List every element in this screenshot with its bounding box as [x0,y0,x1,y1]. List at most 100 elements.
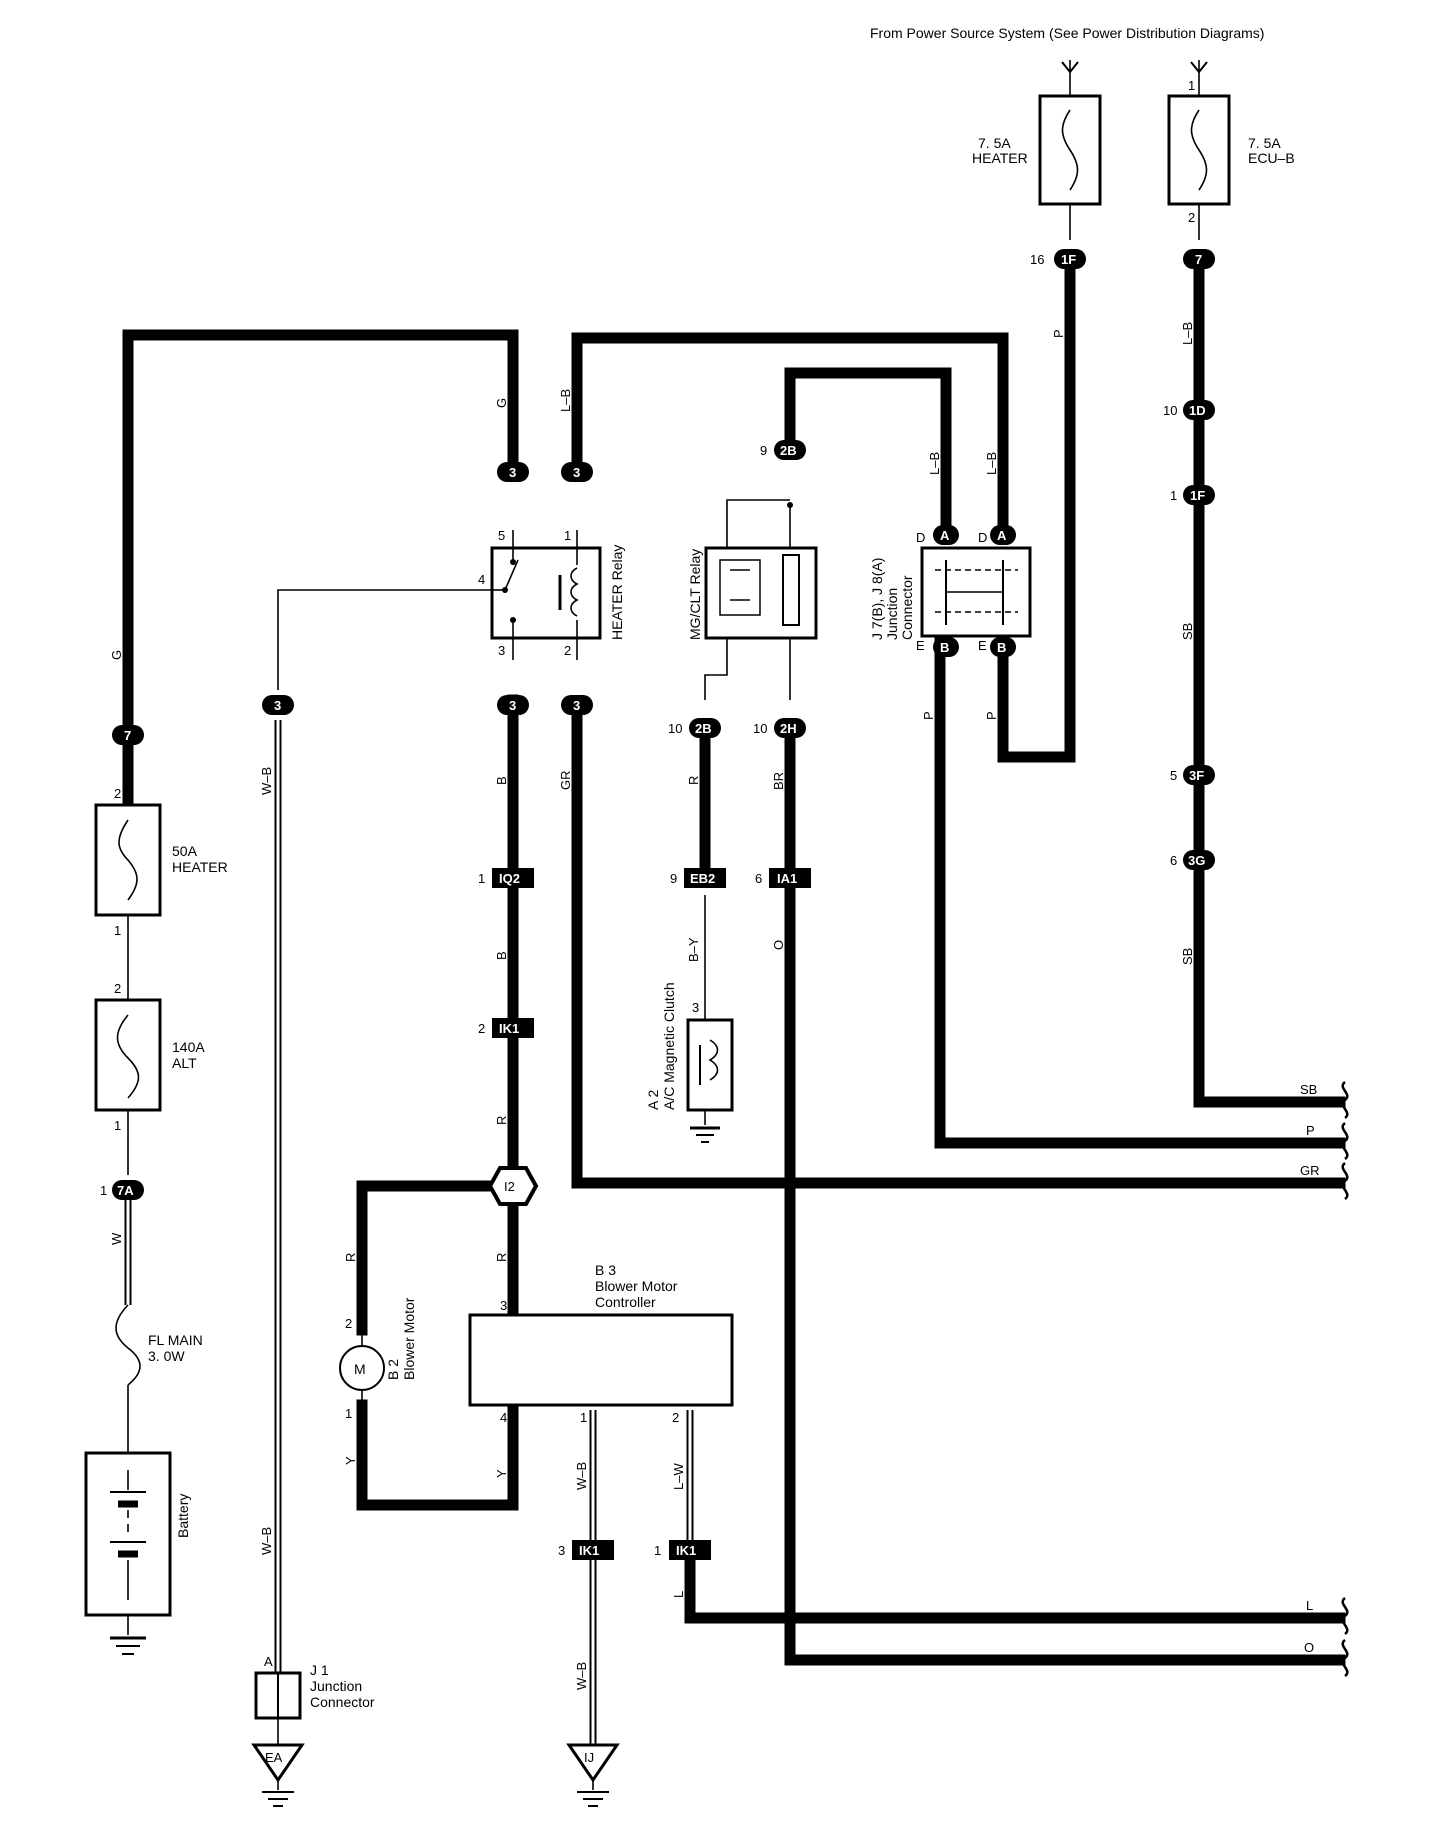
fuse-ecu-b: 7. 5A ECU–B 1 2 [1167,78,1295,225]
wire-y [356,1399,519,1511]
fuse-fl-main: FL MAIN 3. 0W [115,1304,203,1386]
svg-text:140A: 140A [172,1039,205,1055]
svg-text:SB: SB [1180,623,1195,640]
svg-text:1: 1 [564,528,571,543]
svg-text:P: P [921,711,936,720]
connector-a-1: A [933,525,959,545]
svg-text:1: 1 [654,1543,661,1558]
wire-sb [1193,252,1346,1108]
svg-text:HEATER Relay: HEATER Relay [609,545,625,640]
svg-text:EB2: EB2 [690,871,715,886]
svg-text:ECU–B: ECU–B [1248,150,1295,166]
svg-text:Blower Motor: Blower Motor [401,1297,417,1380]
svg-text:E: E [978,638,987,653]
svg-text:16: 16 [1030,252,1044,267]
svg-text:5: 5 [498,528,505,543]
wire-l [684,1554,1346,1624]
svg-text:2: 2 [564,643,571,658]
svg-text:3: 3 [498,643,505,658]
svg-text:D: D [978,530,987,545]
svg-text:2: 2 [345,1316,352,1331]
svg-text:1: 1 [478,871,485,886]
svg-text:L–B: L–B [927,452,942,475]
connector-1f-mid: 1F [1183,485,1215,505]
connector-2b-top: 2B [774,440,806,460]
svg-text:L–B: L–B [984,452,999,475]
svg-text:Junction: Junction [884,588,900,640]
break-marks [1341,1081,1349,1677]
svg-text:5: 5 [1170,768,1177,783]
svg-text:W: W [109,1232,124,1245]
ac-magnetic-clutch: A 2 A/C Magnetic Clutch 3 [645,982,734,1143]
connector-ik1-a: IK1 [492,1018,534,1038]
svg-text:1: 1 [580,1410,587,1425]
svg-text:7. 5A: 7. 5A [978,135,1011,151]
svg-text:6: 6 [755,871,762,886]
wire-layer [122,252,1346,1666]
svg-text:2: 2 [1188,210,1195,225]
connector-3-relay3: 3 [497,695,529,715]
junction-connector-j7-j8: J 7(B), J 8(A) Junction Connector D D E … [869,530,1032,653]
wire-gr [571,699,1346,1189]
junction-connector-j1: A J 1 Junction Connector [254,1654,375,1720]
svg-text:3: 3 [692,1000,699,1015]
connector-3f: 3F [1183,765,1215,785]
svg-text:3: 3 [573,698,580,713]
heater-relay: HEATER Relay 5 1 4 3 2 [478,528,625,660]
svg-text:R: R [343,1253,358,1262]
svg-text:BR: BR [771,772,786,790]
svg-text:1: 1 [345,1406,352,1421]
svg-text:W–B: W–B [574,1662,589,1690]
svg-text:J 7(B), J 8(A): J 7(B), J 8(A) [869,558,885,640]
svg-text:IK1: IK1 [579,1543,599,1558]
svg-text:A: A [940,528,950,543]
svg-text:9: 9 [670,871,677,886]
svg-text:3: 3 [558,1543,565,1558]
connector-3-wb: 3 [262,695,294,715]
svg-text:Junction: Junction [310,1678,362,1694]
svg-text:3: 3 [509,698,516,713]
ground-battery [110,1636,146,1655]
connector-3-relay1: 3 [561,462,593,482]
svg-text:Battery: Battery [175,1494,191,1538]
connector-iq2: IQ2 [492,868,534,888]
mgclt-relay: MG/CLT Relay [687,502,818,640]
svg-text:E: E [916,638,925,653]
fuse-heater-50a: 50A HEATER 2 1 [94,786,228,938]
svg-text:2: 2 [478,1021,485,1036]
svg-text:7: 7 [124,728,131,743]
svg-text:B 3: B 3 [595,1262,616,1278]
svg-text:P: P [1306,1123,1315,1138]
wire-r-motor [356,1180,519,1336]
svg-text:G: G [109,650,124,660]
svg-text:L–B: L–B [558,389,573,412]
svg-text:3F: 3F [1189,768,1204,783]
svg-text:IK1: IK1 [499,1021,519,1036]
svg-text:W–B: W–B [259,1527,274,1555]
svg-text:1: 1 [1170,488,1177,503]
connector-7a: 7A [112,1180,144,1200]
blower-motor-controller: B 3 Blower Motor Controller 3 4 1 2 [468,1262,734,1425]
svg-text:B–Y: B–Y [686,937,701,962]
svg-text:1: 1 [1188,78,1195,93]
svg-text:2B: 2B [780,443,797,458]
svg-text:1F: 1F [1190,488,1205,503]
svg-text:B 2: B 2 [385,1359,401,1380]
svg-text:A: A [264,1654,273,1669]
svg-text:1: 1 [100,1183,107,1198]
ground-ea: EA [251,1743,305,1807]
svg-text:L–W: L–W [671,1463,686,1490]
svg-text:1D: 1D [1189,403,1206,418]
connector-b-1: B [933,637,959,657]
wire-labels: P L–B G L–B L–B L–B SB SB G W–B B GR R B… [109,322,1320,1690]
svg-text:B: B [997,640,1006,655]
svg-text:IK1: IK1 [676,1543,696,1558]
svg-text:GR: GR [558,771,573,791]
svg-text:IQ2: IQ2 [499,871,520,886]
battery: Battery [84,1451,191,1617]
svg-text:L: L [1306,1598,1313,1613]
svg-text:2: 2 [114,981,121,996]
svg-text:P: P [984,711,999,720]
svg-text:FL MAIN: FL MAIN [148,1332,203,1348]
